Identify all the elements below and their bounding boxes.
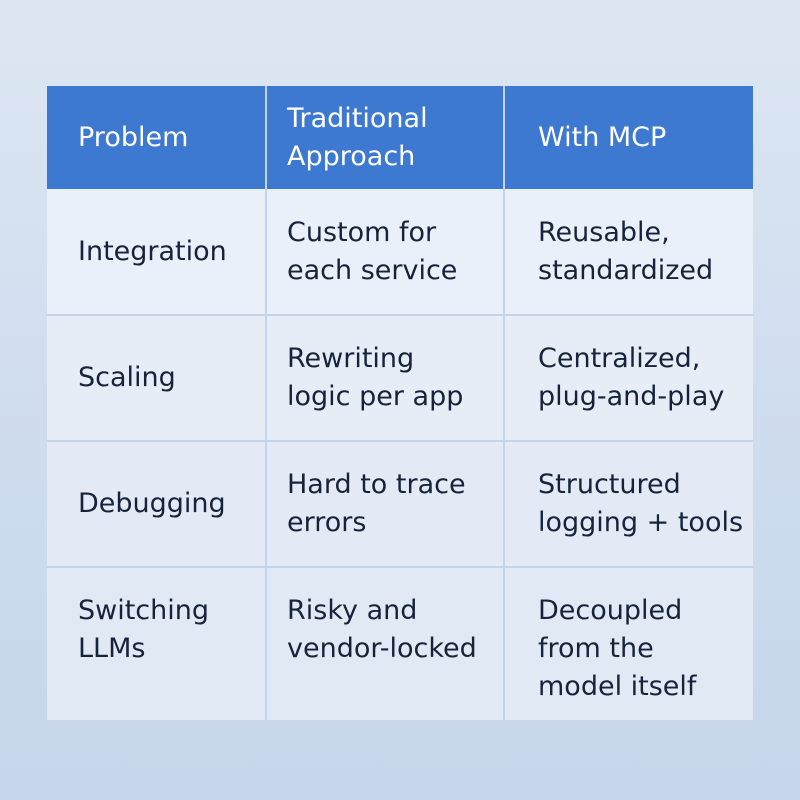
cell-with-mcp: Centralized, plug-and-play: [504, 315, 753, 442]
cell-traditional-text: Risky and vendor-locked: [287, 595, 477, 664]
cell-problem-text: Scaling: [78, 362, 176, 393]
table-row: Scaling Rewriting logic per app Centrali…: [47, 315, 753, 442]
cell-with-mcp-text: Centralized, plug-and-play: [538, 343, 725, 412]
cell-problem-text: Switching LLMs: [78, 595, 210, 664]
cell-with-mcp-text: Structured logging + tools: [538, 469, 744, 538]
cell-traditional: Custom for each service: [266, 189, 505, 316]
table-header: Problem Traditional Approach With MCP: [47, 86, 753, 189]
header-problem: Problem: [47, 86, 267, 189]
header-row: Problem Traditional Approach With MCP: [47, 86, 753, 189]
cell-traditional: Rewriting logic per app: [266, 315, 505, 442]
cell-traditional: Hard to trace errors: [266, 441, 505, 568]
cell-traditional: Risky and vendor-locked: [266, 567, 505, 720]
header-with-mcp-label: With MCP: [538, 121, 667, 153]
cell-traditional-text: Custom for each service: [287, 216, 458, 286]
header-traditional-approach: Traditional Approach: [266, 86, 505, 189]
cell-problem-text: Debugging: [78, 488, 226, 519]
cell-traditional-text: Hard to trace errors: [287, 469, 466, 538]
cell-problem: Debugging: [47, 441, 267, 568]
table-body: Integration Custom for each service Reus…: [47, 189, 753, 720]
cell-with-mcp-text: Decoupled from the model itself: [538, 595, 697, 702]
comparison-table-container: Problem Traditional Approach With MCP In…: [47, 86, 753, 720]
header-with-mcp: With MCP: [504, 86, 753, 189]
comparison-table: Problem Traditional Approach With MCP In…: [47, 86, 753, 720]
header-traditional-approach-label: Traditional Approach: [287, 102, 428, 172]
cell-problem: Switching LLMs: [47, 567, 267, 720]
cell-problem: Integration: [47, 189, 267, 316]
table-row: Debugging Hard to trace errors Structure…: [47, 441, 753, 568]
cell-with-mcp: Decoupled from the model itself: [504, 567, 753, 720]
cell-problem: Scaling: [47, 315, 267, 442]
header-problem-label: Problem: [78, 121, 189, 153]
cell-with-mcp: Structured logging + tools: [504, 441, 753, 568]
cell-with-mcp: Reusable, standardized: [504, 189, 753, 316]
cell-with-mcp-text: Reusable, standardized: [538, 216, 714, 286]
cell-traditional-text: Rewriting logic per app: [287, 343, 464, 412]
table-row: Switching LLMs Risky and vendor-locked D…: [47, 567, 753, 720]
cell-problem-text: Integration: [78, 235, 227, 267]
table-row: Integration Custom for each service Reus…: [47, 189, 753, 316]
